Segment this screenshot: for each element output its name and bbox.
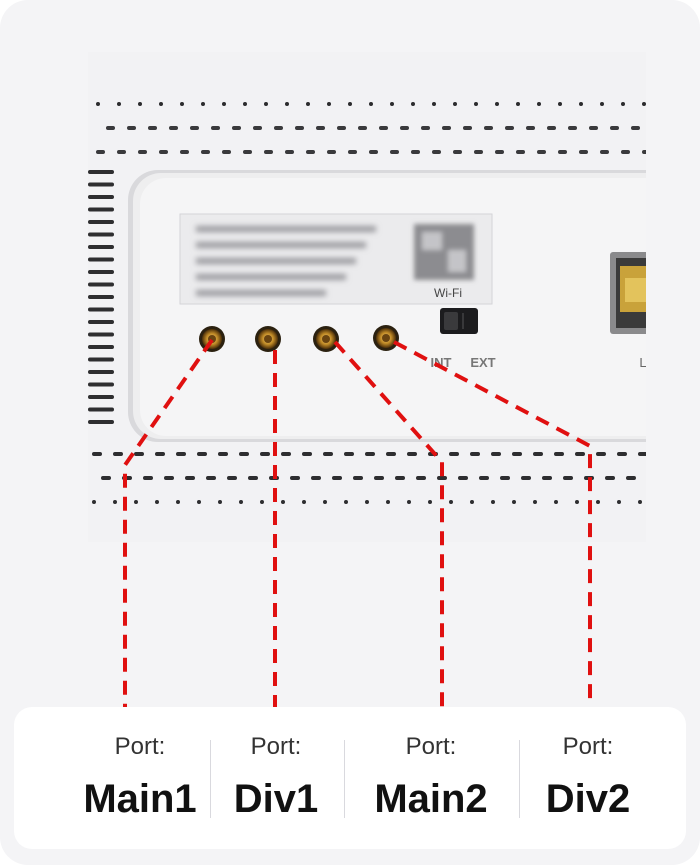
router-photo: Wi-Fi INT EXT L bbox=[88, 52, 646, 542]
port-item-main1: Port: Main1 bbox=[60, 707, 220, 849]
port-prefix-label: Port: bbox=[345, 733, 517, 761]
wifi-label: Wi-Fi bbox=[434, 286, 462, 300]
port-name-div2: Div2 bbox=[520, 777, 656, 822]
blurred-label-sticker: Wi-Fi bbox=[180, 214, 492, 304]
port-item-div1: Port: Div1 bbox=[211, 707, 341, 849]
switch-label-int: INT bbox=[431, 355, 452, 370]
port-name-div1: Div1 bbox=[211, 777, 341, 822]
port-item-main2: Port: Main2 bbox=[345, 707, 517, 849]
port-prefix-label: Port: bbox=[520, 733, 656, 761]
port-prefix-label: Port: bbox=[211, 733, 341, 761]
port-prefix-label: Port: bbox=[60, 733, 220, 761]
port-item-div2: Port: Div2 bbox=[520, 707, 656, 849]
left-vent-slots bbox=[88, 170, 114, 424]
port-partial-label: L bbox=[639, 355, 646, 370]
port-legend-panel: Port: Main1 Port: Div1 Port: Main2 Port:… bbox=[14, 707, 686, 849]
port-name-main2: Main2 bbox=[345, 777, 517, 822]
switch-label-ext: EXT bbox=[470, 355, 495, 370]
qr-code-icon bbox=[414, 224, 474, 280]
port-name-main1: Main1 bbox=[60, 777, 220, 822]
